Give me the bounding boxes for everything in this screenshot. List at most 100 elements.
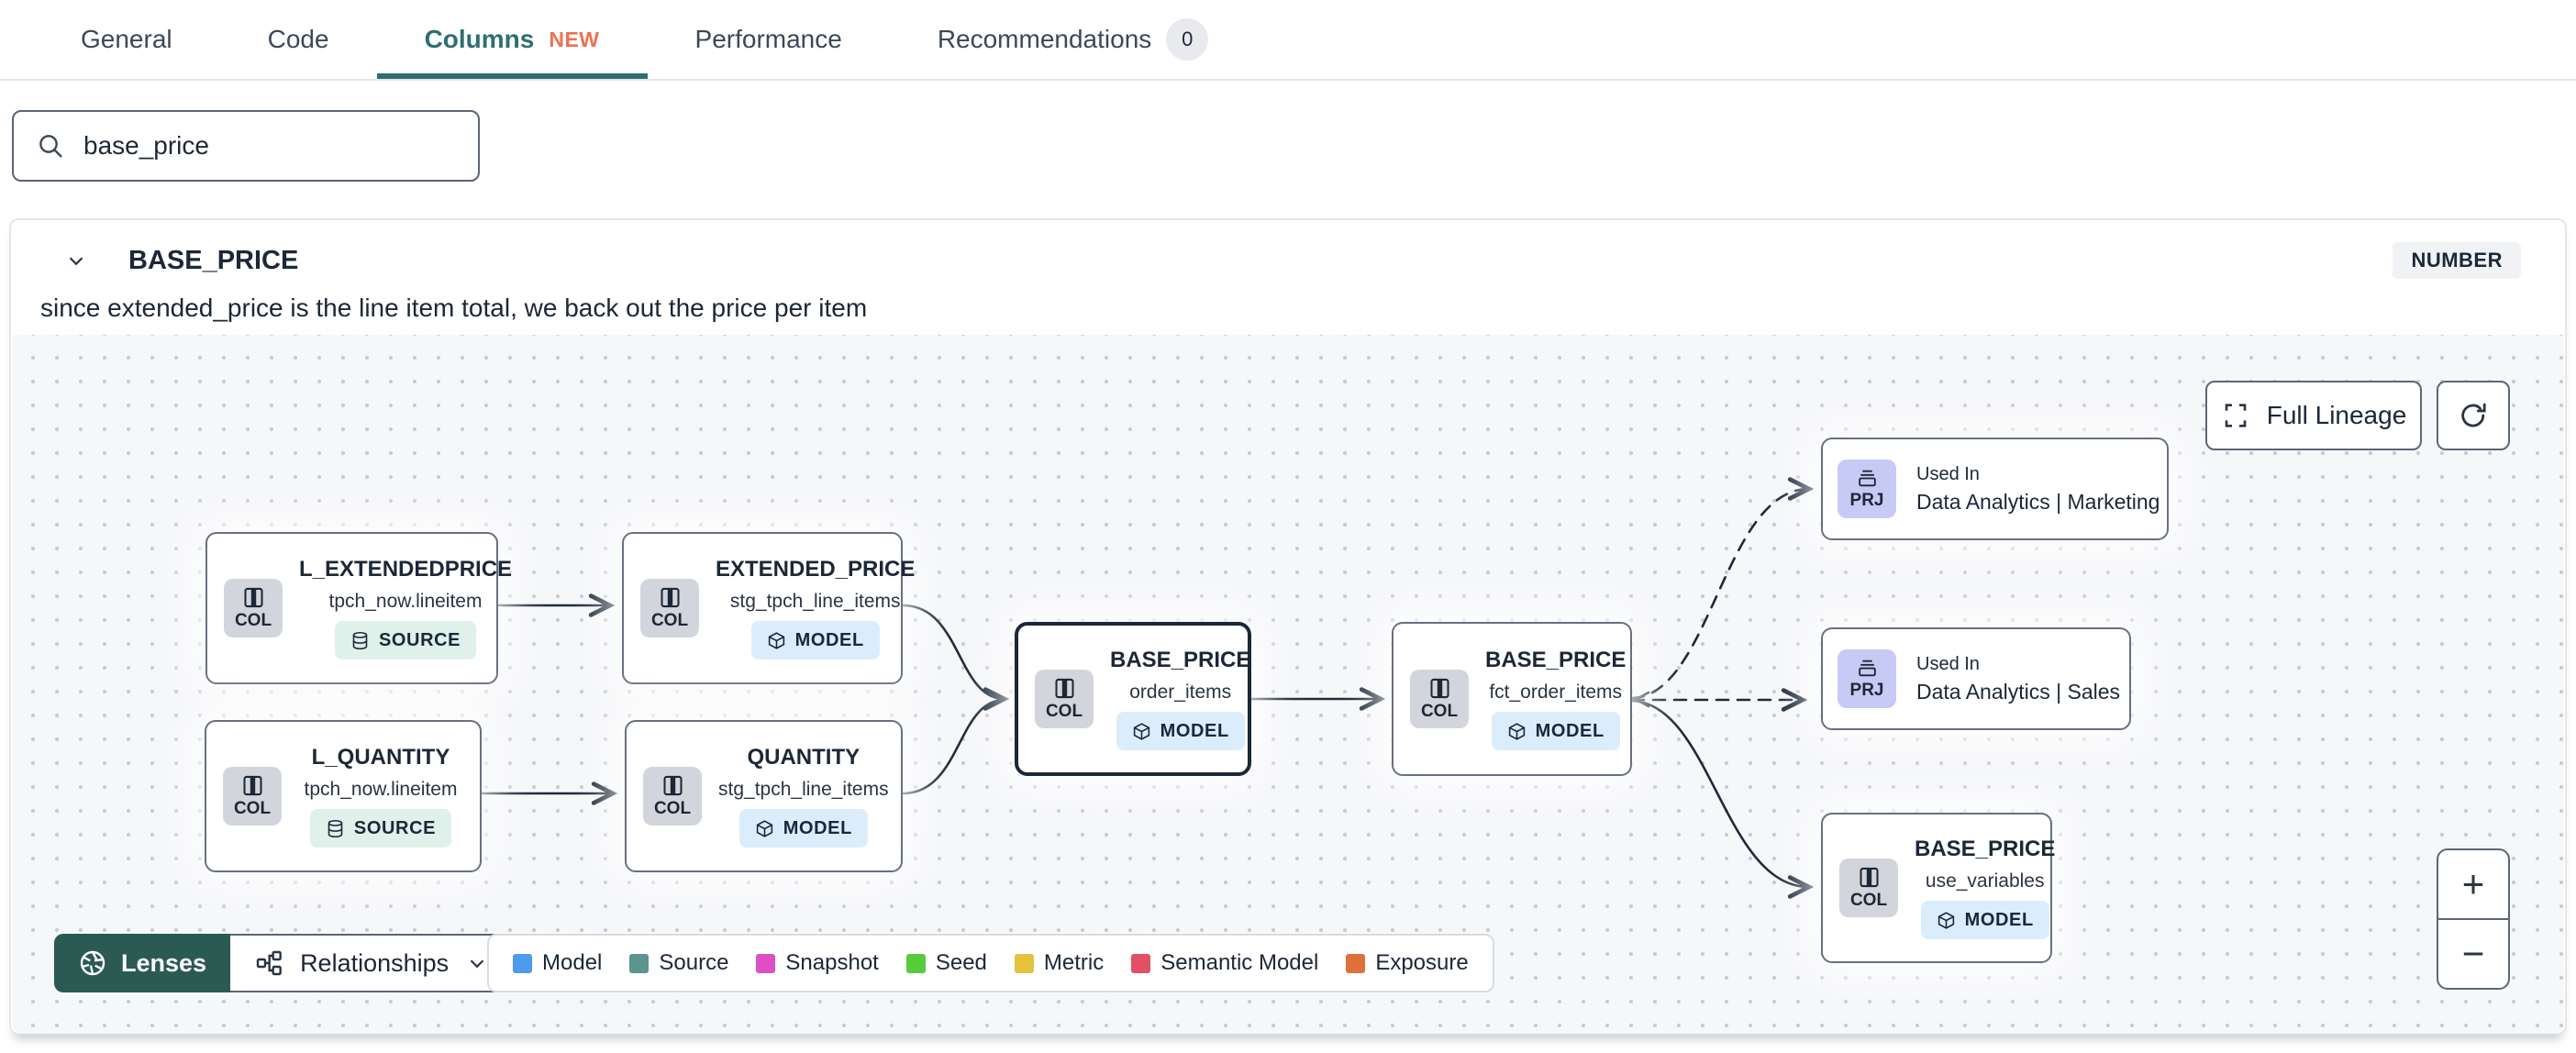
resource-label: MODEL: [783, 817, 852, 838]
source-chip: SOURCE: [334, 621, 477, 660]
tab-columns-label: Columns: [424, 25, 535, 53]
columns-icon: [1429, 678, 1449, 699]
node-title: BASE_PRICE: [1110, 648, 1251, 672]
legend-label: Source: [659, 950, 729, 975]
aperture-icon: [80, 950, 105, 976]
used-in-name: Data Analytics | Sales: [1916, 679, 2121, 704]
node-base-price-use-variables[interactable]: COL BASE_PRICE use_variables MODEL: [1821, 813, 2055, 963]
node-title: BASE_PRICE: [1485, 648, 1627, 672]
resource-label: MODEL: [1160, 720, 1229, 741]
detail-tabbar: General Code Columns NEW Performance Rec…: [0, 0, 2576, 81]
prj-badge-label: PRJ: [1849, 491, 1884, 510]
resource-label: MODEL: [1535, 720, 1604, 741]
refresh-icon: [2461, 403, 2486, 427]
columns-icon: [660, 587, 680, 608]
columns-icon: [1054, 678, 1074, 699]
cube-icon: [756, 819, 772, 837]
col-badge-label: COL: [1849, 891, 1888, 910]
cube-icon: [768, 631, 784, 649]
new-badge: NEW: [549, 27, 600, 51]
node-base-price-fct-order-items[interactable]: COL BASE_PRICE fct_order_items MODEL: [1392, 622, 1632, 776]
col-badge-label: COL: [653, 799, 692, 818]
lenses-toolbar: Lenses Relationships: [54, 934, 516, 992]
node-title: QUANTITY: [747, 745, 861, 770]
used-in-kicker: Used In: [1916, 653, 1980, 674]
legend-item-semantic-model: Semantic Model: [1131, 950, 1318, 976]
tab-code[interactable]: Code: [220, 0, 377, 79]
model-chip: MODEL: [1491, 712, 1620, 750]
relationships-label: Relationships: [300, 948, 450, 977]
legend-label: Seed: [935, 950, 987, 975]
node-subtitle: use_variables: [1925, 870, 2045, 892]
legend-label: Model: [542, 950, 603, 975]
lineage-edges: [469, 477, 1815, 899]
col-badge-label: COL: [1420, 702, 1459, 721]
column-panel-header: BASE_PRICE NUMBER: [11, 220, 2565, 279]
legend-item-snapshot: Snapshot: [756, 950, 879, 976]
node-l-quantity[interactable]: COL L_QUANTITY tpch_now.lineitem SOURCE: [205, 720, 482, 872]
columns-icon: [242, 775, 262, 796]
col-badge: COL: [1035, 670, 1094, 728]
legend-swatch: [1131, 953, 1151, 973]
tab-columns[interactable]: Columns NEW: [377, 0, 648, 79]
recommendations-count-badge: 0: [1166, 18, 1209, 61]
col-badge: COL: [1410, 670, 1469, 728]
resource-label: SOURCE: [378, 629, 461, 650]
node-used-in-marketing[interactable]: PRJ Used In Data Analytics | Marketing: [1821, 438, 2169, 540]
lenses-button[interactable]: Lenses: [54, 934, 231, 992]
legend-swatch: [905, 953, 926, 973]
model-chip: MODEL: [1920, 901, 2049, 939]
node-subtitle: fct_order_items: [1489, 682, 1623, 703]
search-input[interactable]: [83, 131, 456, 161]
legend-label: Semantic Model: [1160, 950, 1319, 975]
col-badge-label: COL: [234, 611, 272, 630]
legend-item-source: Source: [629, 950, 728, 976]
node-l-extendedprice[interactable]: COL L_EXTENDEDPRICE tpch_now.lineitem SO…: [205, 532, 512, 684]
edge: [1630, 477, 1815, 700]
node-used-in-sales[interactable]: PRJ Used In Data Analytics | Sales: [1821, 627, 2131, 730]
col-badge: COL: [643, 767, 702, 826]
legend-swatch: [756, 953, 776, 973]
col-badge-label: COL: [650, 611, 689, 630]
tab-recommendations-label: Recommendations: [937, 25, 1152, 53]
zoom-out-button[interactable]: −: [2438, 918, 2508, 988]
tab-performance-label: Performance: [694, 25, 842, 53]
resource-legend: Model Source Snapshot Seed Metric Semant…: [487, 934, 1494, 992]
project-stack-icon: [1858, 470, 1876, 487]
tab-general[interactable]: General: [33, 0, 220, 79]
tab-recommendations[interactable]: Recommendations 0: [890, 0, 1256, 79]
legend-swatch: [1346, 953, 1366, 973]
column-search-box[interactable]: [12, 110, 480, 182]
column-name: BASE_PRICE: [128, 245, 299, 275]
relationships-icon: [256, 950, 282, 976]
prj-badge: PRJ: [1838, 649, 1896, 708]
node-extended-price[interactable]: COL EXTENDED_PRICE stg_tpch_line_items M…: [622, 532, 915, 684]
lineage-canvas[interactable]: COL L_EXTENDEDPRICE tpch_now.lineitem SO…: [12, 335, 2564, 1032]
legend-swatch: [629, 953, 650, 973]
node-title: L_QUANTITY: [311, 745, 450, 770]
legend-swatch: [513, 953, 532, 973]
relationships-dropdown[interactable]: Relationships: [230, 934, 516, 992]
col-badge: COL: [640, 579, 699, 637]
node-subtitle: order_items: [1129, 682, 1232, 703]
node-title: EXTENDED_PRICE: [716, 557, 916, 582]
full-lineage-button[interactable]: Full Lineage: [2205, 381, 2422, 450]
chevron-down-icon[interactable]: [64, 249, 88, 272]
legend-label: Metric: [1043, 950, 1105, 975]
zoom-in-button[interactable]: +: [2461, 862, 2485, 905]
legend-item-metric: Metric: [1014, 950, 1105, 976]
resource-label: MODEL: [794, 629, 864, 650]
search-icon: [36, 131, 65, 161]
lenses-label: Lenses: [121, 948, 207, 977]
source-chip: SOURCE: [309, 809, 452, 848]
tab-performance[interactable]: Performance: [648, 0, 890, 79]
refresh-button[interactable]: [2437, 381, 2510, 450]
node-subtitle: tpch_now.lineitem: [304, 779, 458, 800]
node-quantity[interactable]: COL QUANTITY stg_tpch_line_items MODEL: [625, 720, 903, 872]
model-chip: MODEL: [1116, 712, 1245, 750]
node-title: L_EXTENDEDPRICE: [299, 557, 513, 582]
database-icon: [328, 819, 343, 837]
cube-icon: [1508, 722, 1525, 740]
column-detail-panel: BASE_PRICE NUMBER since extended_price i…: [9, 218, 2567, 1035]
node-base-price-order-items[interactable]: COL BASE_PRICE order_items MODEL: [1015, 622, 1251, 776]
